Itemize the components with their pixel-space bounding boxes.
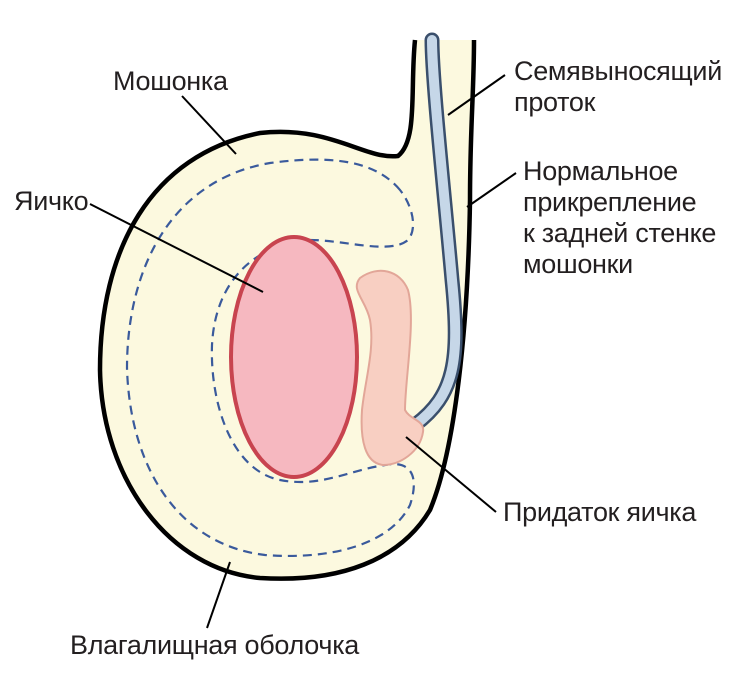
vas-deferens-duct-lumen — [410, 35, 461, 430]
attachment-leader — [466, 172, 517, 208]
label-attachment-line-1: Нормальное — [523, 156, 678, 186]
vas-deferens-leader — [447, 74, 506, 116]
epididymis-shape — [355, 269, 425, 467]
testis-leader — [89, 203, 264, 293]
label-attachment-line-3: к задней стенке — [523, 218, 717, 248]
epididymis-leader — [405, 436, 497, 513]
label-vas-deferens-line-2: проток — [514, 87, 596, 117]
label-scrotum: Мошонка — [113, 66, 228, 96]
testis-shape — [229, 235, 359, 479]
label-normal-attachment: Нормальное прикрепление к задней стенке … — [523, 156, 716, 280]
label-vas-deferens: Семявыносящий проток — [514, 56, 722, 118]
tunica-leader — [206, 561, 231, 629]
label-vas-deferens-line-1: Семявыносящий — [514, 56, 722, 86]
label-testis: Яичко — [14, 186, 89, 216]
label-attachment-line-4: мошонки — [523, 249, 633, 279]
label-epididymis: Придаток яичка — [503, 497, 697, 527]
scrotum-outline — [97, 39, 477, 581]
scrotum-leader — [181, 95, 237, 155]
label-tunica-vaginalis: Влагалищная оболочка — [70, 630, 360, 660]
label-attachment-line-2: прикрепление — [523, 187, 697, 217]
